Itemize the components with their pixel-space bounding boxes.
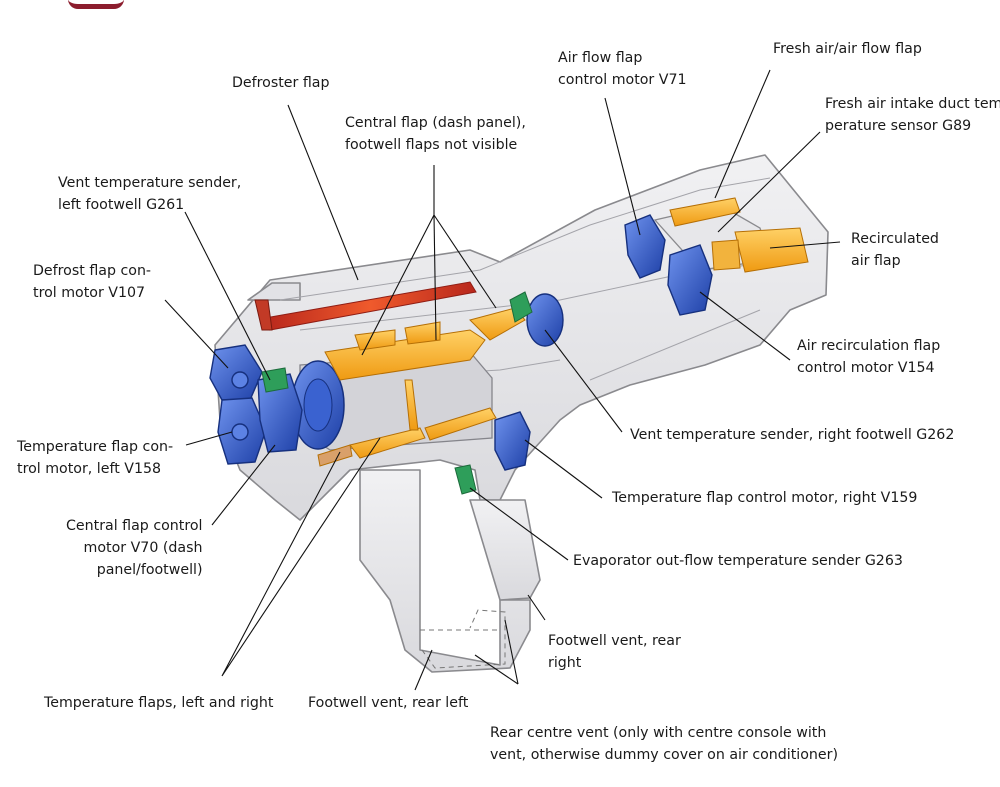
- label-footwell-vent-rear-right: Footwell vent, rear right: [548, 633, 681, 671]
- right-actuators: [494, 291, 564, 471]
- label-footwell-vent-rear-left: Footwell vent, rear left: [308, 695, 469, 711]
- label-temp-flap-motor-right: Temperature flap control motor, right V1…: [612, 490, 918, 506]
- label-defrost-flap-motor: Defrost flap con- trol motor V107: [33, 263, 152, 301]
- label-vent-temp-sender-right: Vent temperature sender, right footwell …: [630, 427, 955, 443]
- label-temperature-flaps: Temperature flaps, left and right: [44, 695, 274, 711]
- label-fresh-air-flap: Fresh air/air flow flap: [773, 41, 922, 57]
- label-air-recirc-motor: Air recirculation flap control motor V15…: [797, 338, 941, 376]
- label-intake-temp-sensor: Fresh air intake duct tem perature senso…: [825, 96, 1000, 134]
- brand-corner-mark: [68, 0, 124, 9]
- label-temp-flap-motor-left: Temperature flap con- trol motor, left V…: [17, 439, 174, 477]
- label-defroster-flap: Defroster flap: [232, 75, 330, 91]
- label-evaporator-sender: Evaporator out-flow temperature sender G…: [573, 553, 903, 569]
- label-air-flow-flap-motor: Air flow flap control motor V71: [558, 50, 687, 88]
- leader-lines: [164, 69, 841, 691]
- left-motor-cluster: [209, 344, 303, 465]
- label-recirculated-air-flap: Recirculated air flap: [851, 231, 939, 269]
- temperature-flaps: [317, 379, 497, 467]
- label-rear-centre-vent: Rear centre vent (only with centre conso…: [490, 725, 839, 763]
- label-central-flap-motor: Central flap control motor V70 (dash pan…: [66, 518, 203, 578]
- defroster-flap: [254, 281, 477, 331]
- central-flaps: [324, 307, 526, 381]
- label-central-flap: Central flap (dash panel), footwell flap…: [345, 115, 526, 153]
- fresh-air-module: [624, 197, 809, 316]
- label-vent-temp-sender-left: Vent temperature sender, left footwell G…: [58, 175, 242, 213]
